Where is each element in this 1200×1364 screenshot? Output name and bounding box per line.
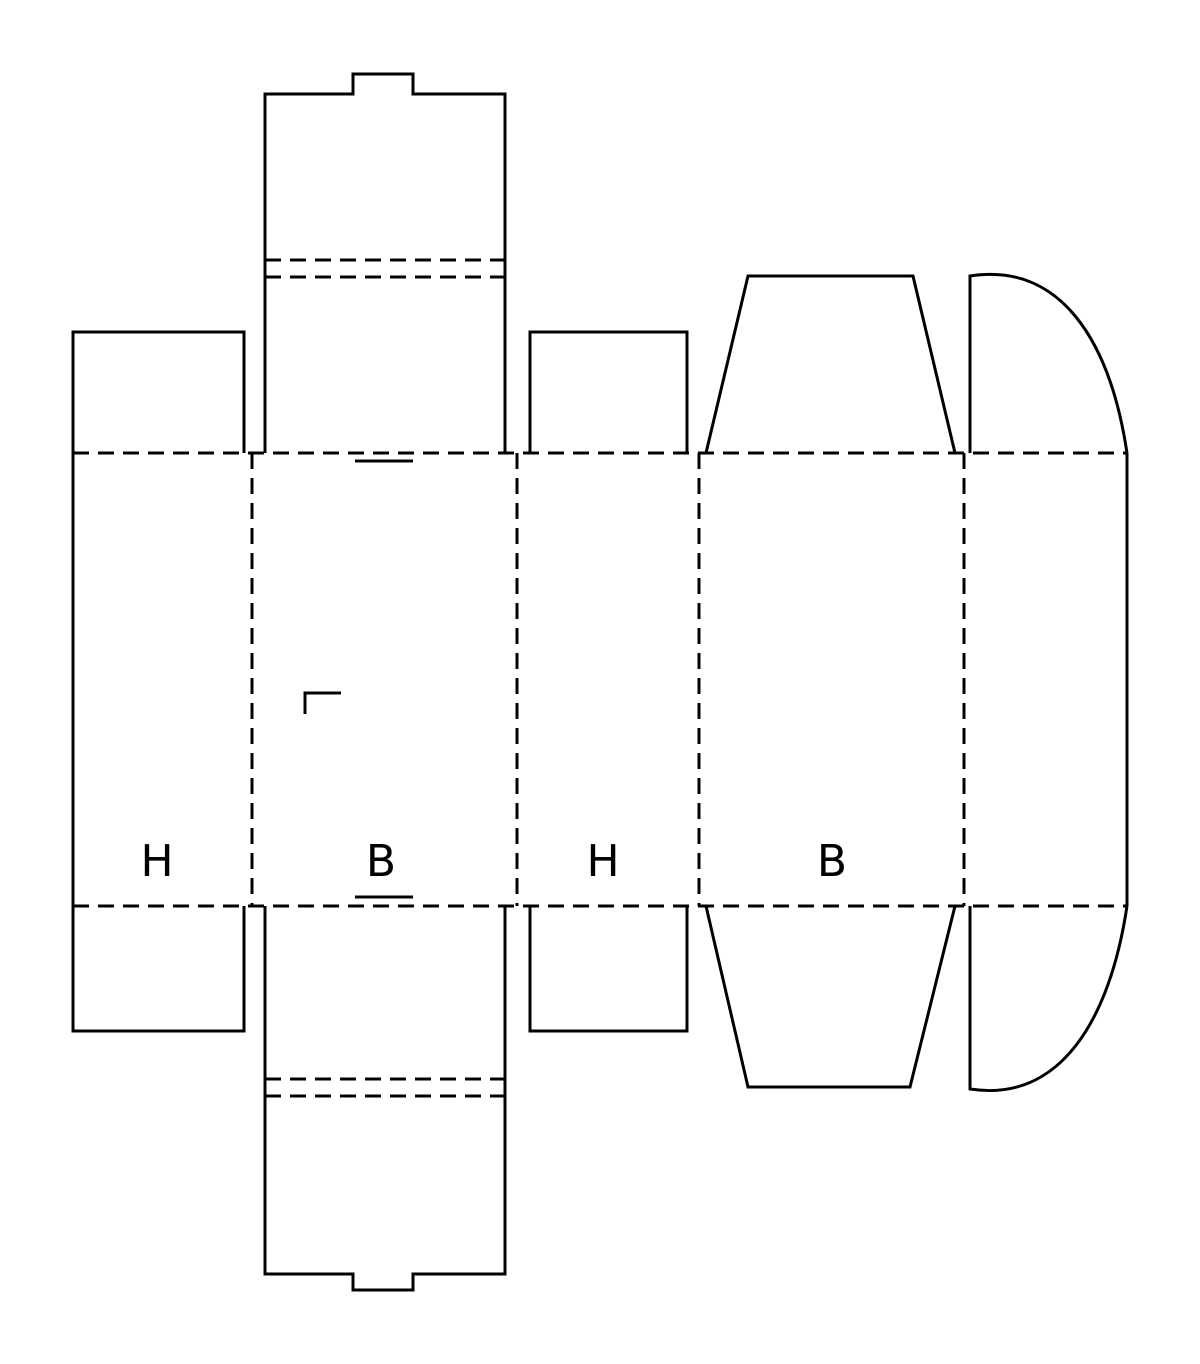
left-side-top-flap [71, 330, 246, 453]
end-panel-group [968, 273, 1129, 1092]
first-main-panel-group [263, 72, 507, 1292]
corner-mark [303, 691, 341, 714]
bottom-rounded-flap [968, 905, 1129, 1092]
second-side-top-flap [528, 330, 689, 453]
left-side-panel-group [71, 330, 246, 1033]
panel-labels: H B H B [140, 836, 847, 887]
top-tuck-flap [263, 72, 507, 453]
top-rounded-flap [968, 273, 1129, 454]
second-main-panel-group [704, 274, 957, 1089]
fold-lines [73, 451, 1127, 908]
label-second-side: H [586, 836, 619, 887]
label-second-main: B [817, 836, 847, 887]
label-first-main: B [366, 836, 396, 887]
bottom-tuck-flap [263, 906, 507, 1292]
second-side-bottom-flap [528, 906, 689, 1033]
left-side-bottom-flap [71, 906, 246, 1033]
label-first-side: H [140, 836, 173, 887]
top-trapezoid-flap [704, 274, 957, 454]
bottom-trapezoid-flap [704, 905, 957, 1089]
second-side-panel-group [528, 330, 689, 1033]
